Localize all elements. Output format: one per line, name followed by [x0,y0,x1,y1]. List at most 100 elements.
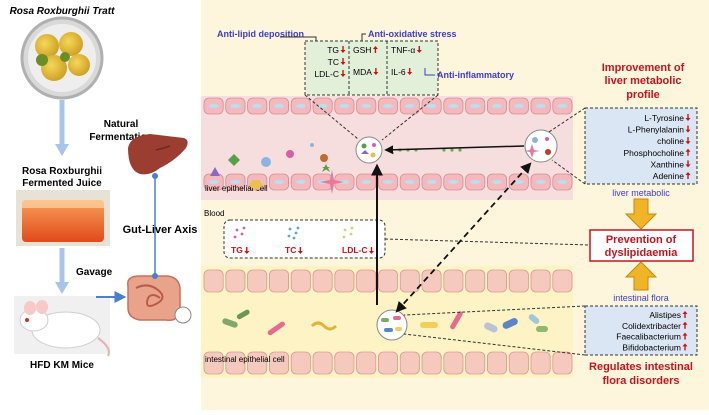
metabolic-items: L-TyrosineL-PhenylalanincholinePhosphoch… [624,113,691,181]
source-title: Rosa Roxburghii Tratt [10,6,115,17]
connector-dot-bottom [152,273,158,279]
epithelial-cell [443,351,464,375]
metabolic-title-line2: liver metabolic [604,75,681,87]
up-arrow-icon [372,46,378,53]
cell-nucleus [492,104,502,108]
metabolic-title-line3: profile [626,89,660,101]
cell-nucleus [361,180,372,184]
epithelial-cell [465,269,486,293]
liver-organ-icon [128,134,188,175]
gut-cells-top-row [203,269,573,293]
mice-label: HFD KM Mice [30,360,94,371]
flora-items: AlistipesColidextribacterFaecalibacteriu… [616,310,688,352]
marker-label: Adenine [653,171,684,181]
flow-arrow-1-head [55,144,69,156]
blood-dots [233,226,354,240]
liver-markers-box [304,40,439,96]
marker-label: TC [328,57,339,67]
metabolic-title-line1: Improvement of [602,62,685,74]
cell-nucleus [317,104,328,108]
liver-zoom-line-left [304,94,359,140]
epithelial-cell [486,269,507,293]
process-2-label: Gavage [76,267,113,278]
blood-marker-label: LDL-C [342,245,368,255]
cell-nucleus [208,180,219,184]
process-1-line2: Fermentation [89,132,152,143]
up-arrow-icon [682,321,688,329]
epithelial-cell [399,351,420,375]
epithelial-cell [356,269,377,293]
cell-nucleus [230,180,241,184]
marker-label: choline [657,136,684,146]
cell-nucleus [339,104,350,108]
flora-zoom-line-top [403,305,586,316]
epithelial-cell [268,351,289,375]
epithelial-cell [312,269,333,293]
blood-marker-label: TC [285,245,296,255]
epithelial-cell [225,351,246,375]
cell-nucleus [208,104,219,108]
epithelial-cell [508,351,529,375]
marker-label: Bifidobacterium [622,342,681,352]
cell-nucleus [383,180,393,184]
blood-markers: TG TC LDL-C [231,245,374,255]
lipid-callout [280,36,317,41]
up-arrow-icon [682,332,688,340]
gold-arrow-down [624,198,658,230]
marker-label: Phosphocholine [624,148,685,158]
metabolic-caption: liver metabolic [612,188,670,198]
cell-nucleus [426,104,437,108]
connector-dot-top [152,173,158,179]
up-arrow-icon [685,148,691,156]
epithelial-cell [334,351,355,375]
epithelial-cell [268,269,289,293]
down-arrow-icon [340,46,346,53]
down-arrow-icon [373,68,379,75]
marker-label: IL-6 [391,67,406,77]
marker-label: MDA [353,67,372,77]
cell-nucleus [274,180,284,184]
down-arrow-icon [244,247,250,254]
outcome-line1: Prevention of [606,234,677,246]
down-arrow-icon [340,70,346,77]
cell-nucleus [470,180,481,184]
epithelial-cell [356,351,377,375]
juice-line2: Fermented Juice [22,178,102,189]
marker-label: TNF-α [391,45,415,55]
epithelial-cell [225,269,246,293]
inflammatory-callout [424,68,435,76]
cell-nucleus [339,180,350,184]
juice-line1: Rosa Roxburghii [22,166,102,177]
liver-particles [210,143,344,194]
outcome-box [589,229,694,262]
marker-label: Faecalibacterium [616,332,681,342]
epithelial-cell [508,269,529,293]
epithelial-cell [334,269,355,293]
juice-image [16,190,110,246]
cell-nucleus [252,104,263,108]
up-arrow-icon [682,343,688,351]
mouse-image [14,296,110,357]
flora-title-line2: flora disorders [602,375,679,387]
epithelial-cell [465,351,486,375]
intestine-organ-icon [127,275,181,322]
flow-arrow-2-head [55,282,69,294]
down-arrow-icon [685,160,691,168]
cell-nucleus [557,180,568,184]
cell-nucleus [383,104,393,108]
cell-nucleus [404,104,415,108]
gut-zoom-circle [174,306,192,324]
cell-nucleus [492,180,502,184]
liver-inflammatory-markers: TNF-αIL-6 [391,45,422,77]
cell-nucleus [448,104,459,108]
blood-marker-label: TG [231,245,243,255]
anti-inflammatory-label: Anti-inflammatory [437,70,514,80]
cell-nucleus [295,180,306,184]
flora-title-line1: Regulates intestinal [589,361,693,373]
up-arrow-icon [682,311,688,318]
liver-cells-top-row [203,97,573,115]
epithelial-cell [530,269,551,293]
